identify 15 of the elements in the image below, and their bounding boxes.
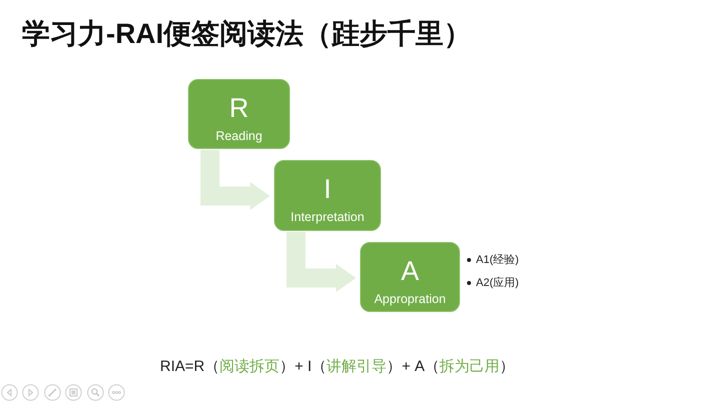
process-box: [188, 79, 290, 149]
step-letter: I: [324, 174, 332, 204]
formula-text: RIA=R（阅读拆页）+ I（讲解引导）+ A（拆为己用）: [160, 357, 515, 377]
title: 学习力-RAI便签阅读法（跬步千里）: [22, 17, 472, 51]
step-letter: A: [400, 256, 419, 286]
step-name: Appropration: [374, 291, 446, 307]
bent-arrow: [200, 150, 270, 210]
process-box: [360, 242, 460, 312]
step-name: Interpretation: [290, 209, 364, 225]
bullet-text: A1(经验): [476, 253, 519, 267]
step-name: Reading: [216, 128, 262, 144]
process-box: [274, 160, 381, 231]
bullet-text: A2(应用): [476, 276, 519, 290]
bent-arrow: [286, 232, 356, 292]
step-letter: R: [229, 93, 249, 123]
